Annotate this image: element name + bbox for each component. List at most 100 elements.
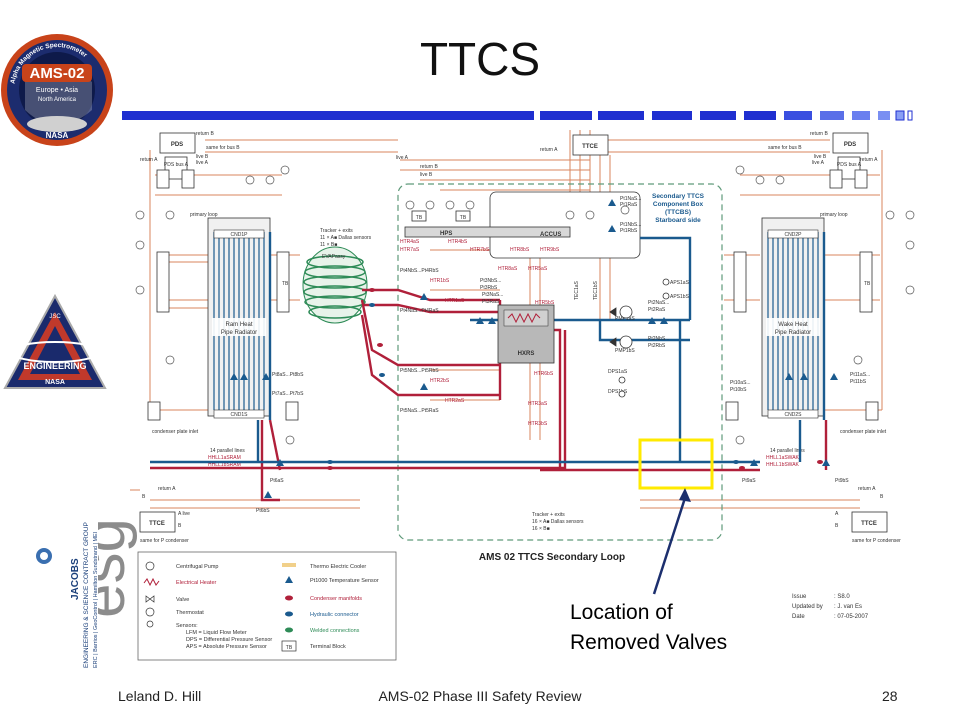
left-ttce-ret-b: B — [142, 494, 146, 500]
legend-manifolds: Condenser manifolds — [310, 596, 362, 602]
title-bar — [122, 110, 913, 121]
right-ttce-label: TTCE — [861, 521, 877, 527]
tracker-top-l3: 11 × B■ — [320, 242, 337, 248]
left-hhll-b: HHLL1bSRAM — [208, 462, 241, 468]
htr8bs: HTR8bS — [510, 247, 530, 253]
right-pds-bus-label: PDS bus A — [837, 162, 862, 168]
pt-sensor-markers — [230, 199, 838, 498]
pt2nb: Pt2NbS... — [648, 336, 669, 342]
aps1bs: APS1bS — [670, 294, 690, 300]
left-condenser: condenser plate inlet — [152, 429, 199, 435]
right-pds-block: PDS PDS bus A return B same for bus B li… — [768, 131, 878, 189]
updated-value: : J. van Es — [834, 604, 862, 610]
right-same-p: same for P condenser — [852, 538, 901, 544]
pt3nb: Pt3NbS... — [480, 278, 501, 284]
secondary-loop-boundary — [397, 183, 723, 541]
right-wiring — [600, 139, 883, 509]
htr6bs: HTR6bS — [534, 371, 554, 377]
manifold-dots — [327, 288, 823, 470]
engineering-patch-main: ENGINEERING — [23, 361, 86, 371]
htr7as: HTR7aS — [400, 247, 420, 253]
left-cnd-top: CND1P — [231, 232, 249, 238]
legend-welded: Welded connections — [310, 628, 360, 634]
legend-tb: Terminal Block — [310, 644, 346, 650]
engineering-patch-bottom: NASA — [45, 379, 65, 386]
pt1rb: Pt1RbS — [620, 228, 638, 234]
tec1as: TEC1aS — [574, 280, 580, 300]
legend-dps: DPS = Differential Pressure Sensor — [186, 637, 272, 643]
pt5nb: Pt5NbS...Pt5RbS — [400, 368, 439, 374]
left-primary-loop: primary loop — [190, 212, 218, 218]
right-ttce-ret-b: B — [880, 494, 884, 500]
htr4as: HTR4aS — [400, 239, 420, 245]
htr4bs: HTR4bS — [448, 239, 468, 245]
left-pds-label: PDS — [171, 142, 183, 148]
pt6a: Pt6aS — [270, 478, 284, 484]
ams-patch-sub2: North America — [38, 97, 77, 103]
ttcs-diagram: PDS PDS bus A return B same for bus B li… — [130, 130, 915, 661]
footer-page-number: 28 — [882, 688, 898, 704]
pt9a: Pt9aS — [742, 478, 756, 484]
hps-accus: HPS ACCUS TB TB HTR4aS HTR7aS HTR4bS HTR… — [400, 191, 641, 272]
right-radiator-l1: Wake Heat — [778, 322, 808, 328]
right-ttce-bottom: TTCE A B return A B same for P condenser — [835, 486, 901, 544]
pt2na: Pt2NaS... — [648, 300, 669, 306]
pt3na: Pt3NaS... — [482, 292, 503, 298]
center-tb-1: TB — [416, 215, 423, 221]
left-live-a: live A — [196, 160, 209, 166]
right-primary-loop: primary loop — [820, 212, 848, 218]
right-tb-side: TB — [864, 281, 871, 287]
right-condenser: condenser plate inlet — [840, 429, 887, 435]
issue-label: Issue — [792, 594, 807, 600]
left-ttce-ret-a: return A — [158, 486, 176, 492]
center-live-a: live A — [396, 155, 409, 161]
component-box-l4: Starboard side — [655, 217, 701, 224]
pt2rb: Pt2RbS — [648, 343, 666, 349]
callout-line1: Location of — [570, 601, 673, 624]
left-sensors-b: Pt7aS...Pt7bS — [272, 391, 304, 397]
center-sensor-labels: Pt4NbS...Pt4RbS HTR1bS HTR1aS Pt4NaS...P… — [400, 268, 690, 532]
ams-patch-sub1: Europe • Asia — [36, 87, 78, 94]
right-pt10: Pt10aS... — [730, 380, 751, 386]
pt6b: Pt6bS — [256, 508, 270, 514]
legend-aps: APS = Absolute Pressure Sensor — [186, 644, 267, 650]
engineering-patch-logo: JSC ENGINEERING NASA — [3, 293, 107, 389]
tec1bs: TEC1bS — [593, 280, 599, 300]
right-live-b: live B — [814, 154, 827, 160]
right-ttce-a: A — [835, 511, 839, 517]
footer-subject: AMS-02 Phase III Safety Review — [378, 688, 582, 704]
legend-thermostat: Thermostat — [176, 610, 204, 616]
pmp1as: PMP1aS — [615, 316, 635, 322]
callout-line2: Removed Valves — [570, 631, 728, 654]
right-ttce-ret-a: return A — [858, 486, 876, 492]
right-pds-label: PDS — [844, 142, 856, 148]
esg-group: ENGINEERING & SCIENCE CONTRACT GROUP — [83, 522, 90, 668]
left-pds-bus-label: PDS bus A — [164, 162, 189, 168]
left-same-bus: same for bus B — [206, 145, 240, 151]
left-return-b: return B — [196, 131, 214, 137]
left-ttce-a: A live — [178, 511, 190, 517]
right-same-bus: same for bus B — [768, 145, 802, 151]
left-ttce-label: TTCE — [149, 521, 165, 527]
center-ttce: TTCE return A live A return B live B — [396, 134, 609, 178]
center-tb-2: TB — [460, 215, 467, 221]
esg-partners: ERC | Barrios | GeoControl | Hamilton Su… — [93, 531, 99, 668]
issue-block: Issue : S8.0 Updated by : J. van Es Date… — [792, 594, 869, 620]
tracker-top-l1: Tracker + exits — [320, 228, 353, 234]
htr2as: HTR2aS — [445, 398, 465, 404]
component-box-l3: (TTCBS) — [665, 209, 691, 216]
right-live-a: live A — [812, 160, 825, 166]
slide-title: TTCS — [419, 33, 541, 85]
updated-label: Updated by — [792, 604, 823, 610]
htr9bs: HTR9bS — [540, 247, 560, 253]
left-radiator-l2: Pipe Radiator — [221, 330, 257, 336]
right-cnd-bottom: CND2S — [785, 412, 803, 418]
center-ttce-label: TTCE — [582, 144, 598, 150]
left-return-a: return A — [140, 157, 158, 163]
removed-valves-highlight — [638, 438, 714, 490]
pt3rb: Pt3RbS — [480, 285, 498, 291]
left-cnd-bottom: CND1S — [231, 412, 249, 418]
accus-label: ACCUS — [540, 232, 561, 238]
pt5na: Pt5NaS...Pt5RaS — [400, 408, 439, 414]
legend-hydraulic: Hydraulic connector — [310, 612, 359, 618]
